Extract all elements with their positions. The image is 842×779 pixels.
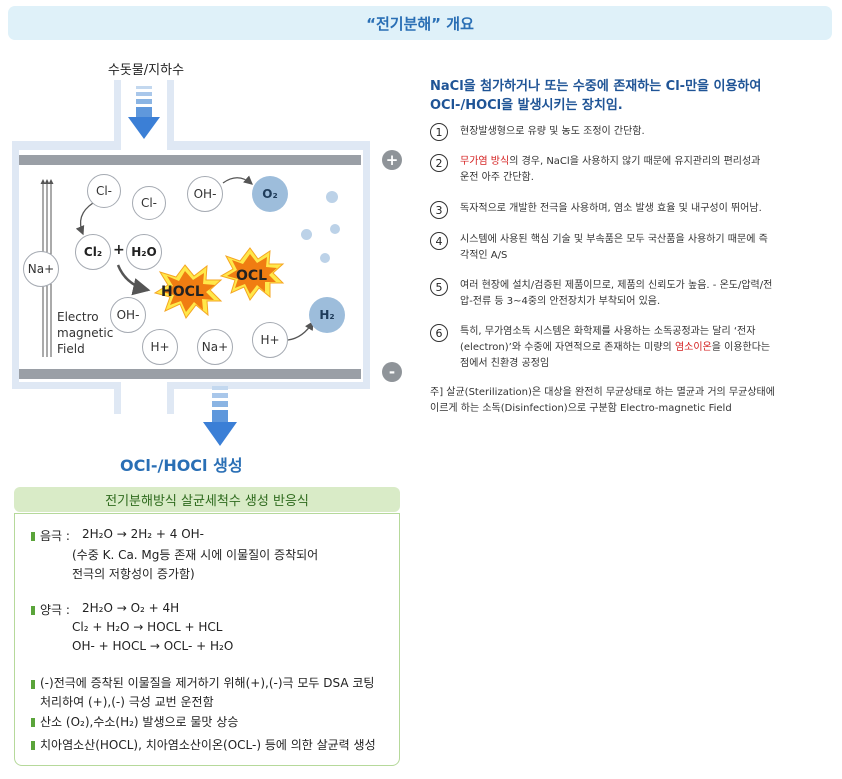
item-4-text: 시스템에 사용된 핵심 기술 및 부속품은 모두 국산품을 사용하기 때문에 즉…: [460, 232, 832, 264]
item-6-highlight: 염소이온: [674, 342, 712, 353]
outlet-pipe-inner: [121, 382, 167, 414]
item-1-text: 현장발생형으로 유량 및 농도 조정이 간단함.: [460, 126, 645, 137]
item-2-text-after: 의 경우, NaCl을 사용하지 않기 때문에 유지관리의 편리성과: [509, 156, 761, 167]
output-label: OCl-/HOCl 생성: [120, 456, 243, 475]
hocl-burst-core: [162, 271, 215, 312]
oh-to-o2-arrow: [222, 175, 253, 185]
inflow-arrow: [128, 86, 160, 139]
cathode-note-1: (수중 K. Ca. Mg등 존재 시에 이물질이 증착되어: [72, 548, 319, 562]
h-to-h2-arrow: [287, 320, 314, 341]
h-ion-2: H+: [252, 322, 288, 358]
diagram-graphics: [40, 86, 314, 446]
footnote-line-1: 주] 살균(Sterilization)은 대상을 완전히 무균상태로 하는 멸…: [430, 387, 775, 398]
anode-sign: +: [382, 150, 402, 170]
item-3-text: 독자적으로 개발한 전극을 사용하며, 염소 발생 효율 및 내구성이 뛰어남.: [460, 203, 762, 214]
cl-ion-2: Cl-: [132, 186, 166, 220]
item-number: 1: [430, 123, 448, 141]
anode-equation-3: OH- + HOCL → OCL- + H₂O: [72, 639, 234, 653]
h-ion-1: H+: [142, 329, 178, 365]
item-6-line-3: 점에서 친환경 공정임: [460, 358, 550, 369]
item-2-text: 무가염 방식의 경우, NaCl을 사용하지 않기 때문에 유지관리의 편리성과…: [460, 154, 832, 186]
item-number: 5: [430, 278, 448, 296]
electrolysis-tank: [12, 141, 370, 389]
taste-note: 산소 (O₂),수소(H₂) 발생으로 물맛 상승: [40, 715, 239, 729]
intro-line-2: OCl-/HOCl을 발생시키는 장치임.: [430, 98, 623, 113]
item-5-line-1: 여러 현장에 설치/검증된 제품이므로, 제품의 신뢰도가 높음. - 온도/압…: [460, 280, 773, 291]
item-number: 6: [430, 324, 448, 342]
dsa-note-line-2: 처리하여 (+),(-) 극성 교번 운전함: [40, 695, 214, 709]
oh-ion-bottom: OH-: [110, 297, 146, 333]
ocl-label: OCL: [236, 268, 268, 284]
anode-equation-2: Cl₂ + H₂O → HOCL + HCL: [72, 620, 223, 634]
emf-label-line-3: Field: [57, 342, 85, 356]
bullet: [31, 718, 35, 727]
reaction-header: 전기분해방식 살균세척수 생성 반응식: [14, 487, 400, 512]
reaction-box: [14, 513, 400, 766]
bubble: [330, 224, 340, 234]
item-6-text: 특히, 무가염소독 시스템은 화학제를 사용하는 소독공정과는 달리 ‘전자 (…: [460, 324, 832, 372]
item-6-line-1: 특히, 무가염소독 시스템은 화학제를 사용하는 소독공정과는 달리 ‘전자: [460, 326, 756, 337]
cathode-plate: [19, 369, 361, 379]
cl-ion-1: Cl-: [87, 174, 121, 208]
hocl-label: HOCL: [161, 284, 204, 300]
sterilization-note: 치아염소산(HOCL), 치아염소산이온(OCL-) 등에 의한 살균력 생성: [40, 738, 376, 752]
item-4-line-2: 각적인 A/S: [460, 250, 508, 261]
cathode-equation: 2H₂O → 2H₂ + 4 OH-: [82, 527, 204, 541]
to-hocl-arrow: [116, 264, 151, 296]
bubble: [301, 229, 312, 240]
item-2-line-2: 운전 아주 간단함.: [460, 172, 534, 183]
item-number: 3: [430, 201, 448, 219]
item-number: 2: [430, 154, 448, 172]
inlet-label: 수돗물/지하수: [107, 63, 185, 78]
bullet: [31, 532, 35, 541]
intro-text: NaCl을 첨가하거나 또는 수중에 존재하는 Cl-만을 이용하여 OCl-/…: [430, 77, 761, 115]
na-ion-left: Na+: [23, 251, 59, 287]
item-6-line-2a: (electron)’와 수중에 자연적으로 존재하는 미량의: [460, 342, 675, 353]
plus-sign: +: [113, 242, 125, 258]
item-number: 4: [430, 232, 448, 250]
cathode-prefix: 음극 :: [40, 529, 70, 543]
h2-bubble: H₂: [309, 297, 345, 333]
anode-plate: [19, 155, 361, 165]
emf-label-line-2: magnetic: [57, 326, 114, 340]
bullet: [31, 741, 35, 750]
cl2-molecule: Cl₂: [75, 234, 111, 270]
bullet: [31, 680, 35, 689]
outflow-arrow: [203, 386, 237, 446]
item-6-line-2b: 을 이용한다는: [711, 342, 771, 353]
footnote: 주] 살균(Sterilization)은 대상을 완전히 무균상태로 하는 멸…: [430, 385, 835, 417]
item-5-text: 여러 현장에 설치/검증된 제품이므로, 제품의 신뢰도가 높음. - 온도/압…: [460, 278, 832, 310]
anode-equation-1: 2H₂O → O₂ + 4H: [82, 601, 180, 615]
bullet: [31, 606, 35, 615]
footnote-line-2: 이르게 하는 소독(Disinfection)으로 구분함 Electro-ma…: [430, 403, 732, 414]
item-5-line-2: 압-전류 등 3~4중의 안전장치가 부착되어 있음.: [460, 296, 661, 307]
cl-to-cl2-arrow: [75, 202, 94, 236]
h2o-molecule: H₂O: [126, 234, 162, 270]
anode-prefix: 양극 :: [40, 603, 70, 617]
item-2-highlight: 무가염 방식: [460, 156, 510, 167]
bubble: [320, 253, 330, 263]
o2-bubble: O₂: [252, 176, 288, 212]
oh-ion-top: OH-: [187, 176, 223, 212]
item-4-line-1: 시스템에 사용된 핵심 기술 및 부속품은 모두 국산품을 사용하기 때문에 즉: [460, 234, 768, 245]
cathode-sign: -: [382, 362, 402, 382]
intro-line-1: NaCl을 첨가하거나 또는 수중에 존재하는 Cl-만을 이용하여: [430, 79, 762, 94]
na-ion-bottom: Na+: [197, 329, 233, 365]
bubble: [326, 191, 338, 203]
cathode-note-2: 전극의 저항성이 증가함): [72, 567, 195, 581]
page-title: “전기분해” 개요: [8, 6, 832, 40]
page-title-text: “전기분해” 개요: [366, 14, 474, 33]
emf-label-line-1: Electro: [57, 310, 99, 324]
emf-label: Electro magnetic Field: [57, 309, 113, 357]
dsa-note-line-1: (-)전극에 증착된 이물질을 제거하기 위해(+),(-)극 모두 DSA 코…: [40, 676, 375, 690]
ocl-burst-core: [227, 254, 277, 294]
